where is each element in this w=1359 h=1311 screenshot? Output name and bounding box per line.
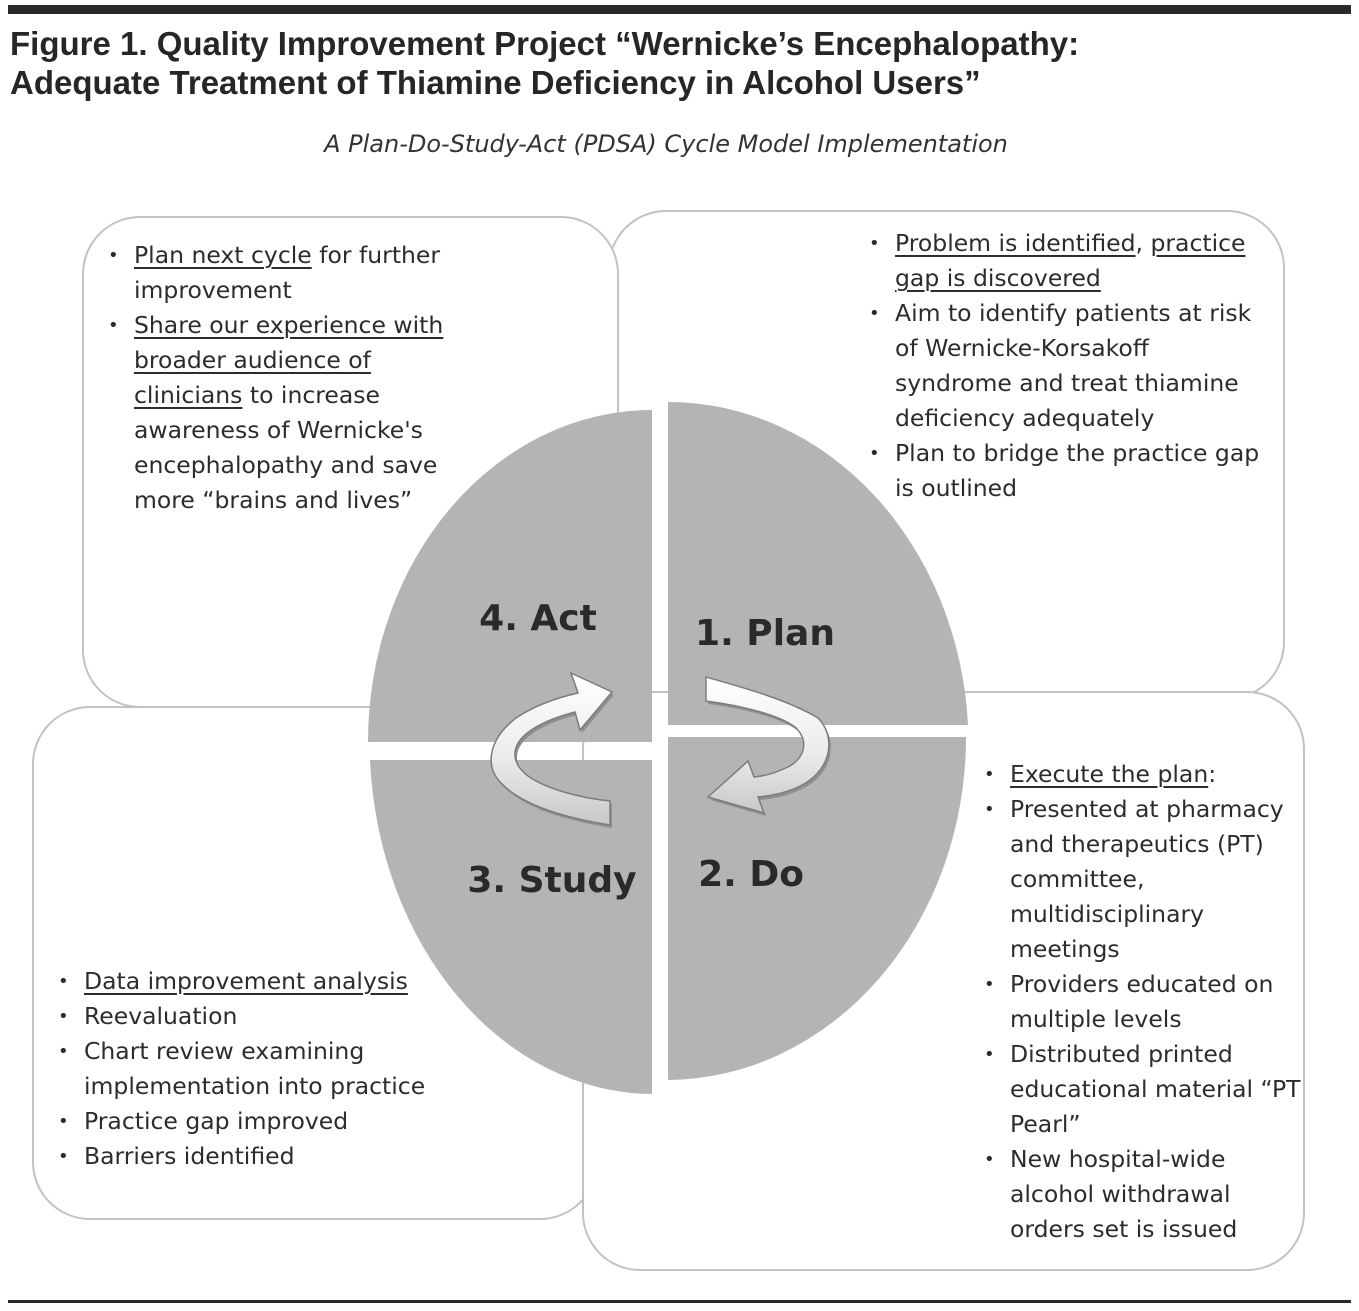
plan-bullet-separator: , [1135,229,1151,257]
do-bullet: Providers educated on multiple levels [982,967,1302,1037]
plan-bullet: Problem is identified, practice gap is d… [867,226,1267,296]
top-rule [8,5,1351,14]
bottom-rule [8,1300,1351,1303]
plan-bullet: Aim to identify patients at risk of Wern… [867,296,1267,436]
study-quadrant-label: 3. Study [467,860,636,901]
study-bullet: Barriers identified [56,1139,456,1174]
study-bullet: Reevaluation [56,999,456,1034]
do-bullet: New hospital-wide alcohol withdrawal ord… [982,1142,1302,1247]
plan-quadrant [668,401,968,725]
study-bullet-underlined: Data improvement analysis [84,967,408,995]
do-bullet-text: : [1208,760,1217,788]
do-bullet: Presented at pharmacy and therapeutics (… [982,792,1302,967]
act-bullet: Plan next cycle for further improvement [106,238,486,308]
act-bullet-text: for further improvement [134,241,441,304]
act-bullet-underlined: Share our experience with broader audien… [134,311,444,409]
do-bullet: Execute the plan: [982,757,1302,792]
do-quadrant [668,737,966,1080]
plan-bullet-list: Problem is identified, practice gap is d… [867,226,1267,506]
do-quadrant-label: 2. Do [698,854,804,895]
figure-title-line2: Adequate Treatment of Thiamine Deficienc… [10,64,981,101]
curved-arrow-icon [490,671,614,828]
do-bullet: Distributed printed educational material… [982,1037,1302,1142]
act-bullet-text: to increase awareness of Wernicke's ence… [134,381,438,514]
plan-bullet: Plan to bridge the practice gap is outli… [867,436,1267,506]
figure-title: Figure 1. Quality Improvement Project “W… [10,24,1330,102]
act-bullet-underlined: Plan next cycle [134,241,312,269]
plan-quadrant-label: 1. Plan [695,613,835,654]
act-quadrant [368,410,652,742]
figure-title-line1: Figure 1. Quality Improvement Project “W… [10,25,1080,62]
plan-bullet-underlined: practice gap is discovered [895,229,1246,292]
study-bullet-list: Data improvement analysis Reevaluation C… [56,964,456,1174]
study-bullet: Practice gap improved [56,1104,456,1139]
study-quadrant [370,760,652,1094]
figure-subtitle: A Plan-Do-Study-Act (PDSA) Cycle Model I… [324,130,1008,158]
plan-bullet-underlined: Problem is identified [895,229,1136,257]
act-quadrant-label: 4. Act [479,598,597,639]
act-bullet: Share our experience with broader audien… [106,308,486,518]
act-bullet-list: Plan next cycle for further improvement … [106,238,486,518]
curved-arrow-icon [705,676,831,816]
do-bullet-list: Execute the plan: Presented at pharmacy … [982,757,1302,1247]
study-bullet: Data improvement analysis [56,964,456,999]
do-bullet-underlined: Execute the plan [1010,760,1209,788]
study-bullet: Chart review examining implementation in… [56,1034,456,1104]
